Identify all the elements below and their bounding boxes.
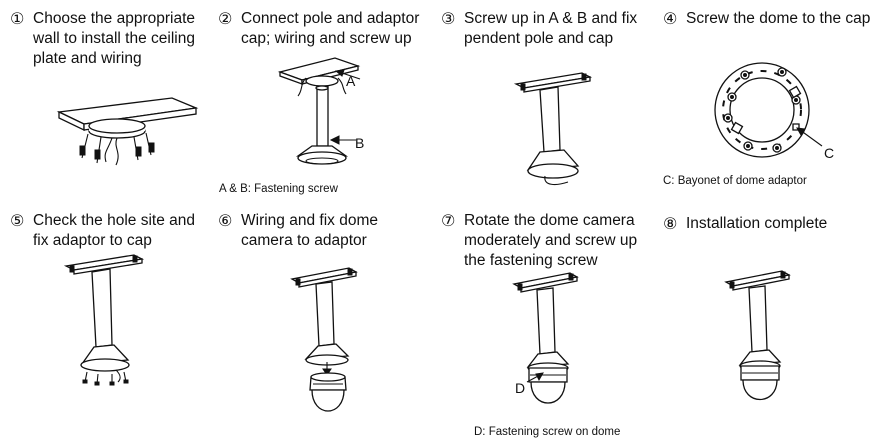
step-number: ⑧ (663, 214, 678, 233)
caption-fastening-screw-dome: D: Fastening screw on dome (474, 426, 621, 438)
step-3: ③ Screw up in A & B and fix pendent pole … (441, 9, 651, 49)
step-4: ④ Screw the dome to the cap (663, 9, 877, 29)
step-7: ⑦ Rotate the dome camera moderately and s… (441, 211, 653, 271)
step-description: Check the hole site and fix adaptor to c… (33, 212, 195, 249)
step-5: ⑤ Check the hole site and fix adaptor to … (10, 211, 210, 251)
label-b: B (355, 135, 364, 151)
label-d: D (515, 380, 525, 396)
step-description: Connect pole and adaptor cap; wiring and… (241, 10, 420, 47)
step-number: ② (218, 9, 233, 28)
step-description: Rotate the dome camera moderately and sc… (464, 212, 638, 269)
step-description: Choose the appropriate wall to install t… (33, 10, 196, 67)
label-c: C (824, 145, 834, 161)
step-number: ⑥ (218, 211, 233, 230)
step-description: Screw the dome to the cap (686, 10, 871, 27)
step-number: ③ (441, 9, 456, 28)
step-description: Screw up in A & B and fix pendent pole a… (464, 10, 638, 47)
step-description: Installation complete (686, 215, 828, 232)
label-a: A (346, 73, 356, 89)
step-6: ⑥ Wiring and fix dome camera to adaptor (218, 211, 418, 251)
step-number: ① (10, 9, 25, 28)
step-number: ④ (663, 9, 678, 28)
step-number: ⑤ (10, 211, 25, 230)
step-number: ⑦ (441, 211, 456, 230)
caption-bayonet-dome-adaptor: C: Bayonet of dome adaptor (663, 175, 807, 187)
step-8: ⑧ Installation complete (663, 214, 877, 234)
step-description: Wiring and fix dome camera to adaptor (241, 212, 378, 249)
caption-fastening-screw-ab: A & B: Fastening screw (219, 183, 338, 195)
step-2: ② Connect pole and adaptor cap; wiring an… (218, 9, 423, 49)
step-1: ① Choose the appropriate wall to install … (10, 9, 215, 69)
